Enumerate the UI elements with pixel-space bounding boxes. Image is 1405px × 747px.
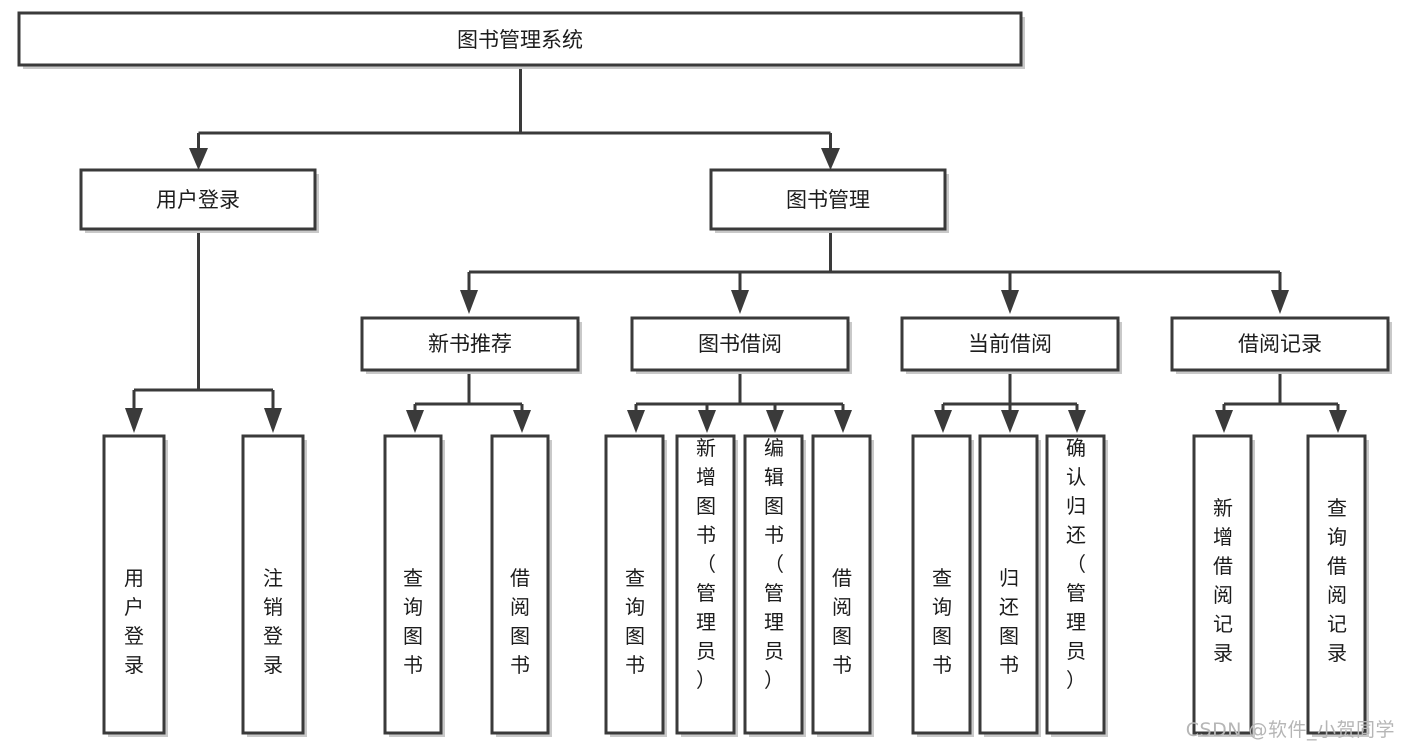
arrow-currentborrow-leaf-2 — [1001, 410, 1019, 433]
node-leaf-query-record-box — [1306, 434, 1367, 735]
node-leaf-borrow-book-box — [811, 434, 872, 735]
node-book-borrow-label: 图书借阅 — [698, 332, 782, 356]
node-leaf-query-book-borrow-box — [604, 434, 665, 735]
node-root-label: 图书管理系统 — [457, 28, 583, 52]
arrow-userlogin-leaf-1 — [125, 408, 143, 433]
arrow-userlogin-leaf-2 — [264, 408, 282, 433]
node-book-manage[interactable]: 图书管理 — [709, 168, 949, 233]
arrow-root-to-book-manage — [821, 148, 840, 170]
node-leaf-user-logout-box — [241, 434, 305, 735]
node-leaf-query-book-rec-label: 查询图书 — [403, 566, 423, 677]
edges-layer — [125, 66, 1347, 433]
node-current-borrow-box — [900, 316, 1120, 372]
arrow-bookborrow-leaf-3 — [766, 410, 784, 433]
node-leaf-add-record-label: 新增借阅记录 — [1213, 496, 1233, 665]
node-root[interactable]: 图书管理系统 — [17, 11, 1025, 69]
node-leaf-add-record-box — [1192, 434, 1253, 735]
node-borrow-record-label: 借阅记录 — [1238, 332, 1322, 356]
node-book-borrow-box — [630, 316, 850, 372]
arrow-newbook-leaf-1 — [406, 410, 424, 433]
node-user-login-label: 用户登录 — [156, 188, 240, 212]
node-leaf-edit-book[interactable]: 编辑图书（管理员） — [743, 434, 806, 737]
node-leaf-user-login-box — [102, 434, 166, 735]
node-leaf-query-book-current-label: 查询图书 — [932, 566, 952, 677]
node-leaf-borrow-book-rec-label: 借阅图书 — [510, 566, 530, 677]
arrow-bookborrow-leaf-1 — [627, 410, 645, 433]
node-leaf-confirm-return-box — [1045, 434, 1106, 735]
node-new-book-rec-label: 新书推荐 — [428, 332, 512, 356]
node-new-book-rec-box — [360, 316, 580, 372]
node-leaf-query-book-borrow[interactable]: 查询图书 — [604, 434, 667, 737]
arrow-currentborrow-leaf-1 — [934, 410, 952, 433]
node-leaf-query-record[interactable]: 查询借阅记录 — [1306, 434, 1369, 737]
node-borrow-record-box — [1170, 316, 1390, 372]
node-leaf-user-logout[interactable]: 注销登录 — [241, 434, 307, 737]
arrow-newbook-leaf-2 — [513, 410, 531, 433]
node-leaf-borrow-book-label: 借阅图书 — [832, 566, 852, 677]
node-leaf-return-book-label: 归还图书 — [999, 566, 1019, 677]
node-borrow-record[interactable]: 借阅记录 — [1170, 316, 1392, 374]
node-leaf-confirm-return[interactable]: 确认归还（管理员） — [1045, 434, 1108, 737]
node-leaf-user-login-label: 用户登录 — [124, 566, 144, 677]
node-leaf-user-logout-label: 注销登录 — [263, 566, 283, 677]
arrow-borrowrecord-leaf-2 — [1329, 410, 1347, 433]
node-leaf-user-login[interactable]: 用户登录 — [102, 434, 168, 737]
node-root-box — [17, 11, 1023, 67]
arrow-bookborrow-leaf-4 — [834, 410, 852, 433]
node-leaf-return-book[interactable]: 归还图书 — [978, 434, 1041, 737]
node-leaf-query-book-current[interactable]: 查询图书 — [911, 434, 974, 737]
arrow-root-to-user-login — [189, 148, 208, 170]
arrow-bookmanage-child-3 — [1001, 290, 1019, 314]
arrow-currentborrow-leaf-3 — [1068, 410, 1086, 433]
node-new-book-rec[interactable]: 新书推荐 — [360, 316, 582, 374]
arrow-borrowrecord-leaf-1 — [1215, 410, 1233, 433]
node-leaf-return-book-box — [978, 434, 1039, 735]
arrow-bookborrow-leaf-2 — [698, 410, 716, 433]
nodes-layer: 图书管理系统 用户登录 图书管理 新书推荐 — [17, 11, 1392, 737]
node-leaf-add-book-box — [675, 434, 736, 735]
node-leaf-query-book-rec-box — [383, 434, 443, 735]
arrow-bookmanage-child-4 — [1271, 290, 1289, 314]
node-current-borrow[interactable]: 当前借阅 — [900, 316, 1122, 374]
node-leaf-add-book[interactable]: 新增图书（管理员） — [675, 434, 738, 737]
node-current-borrow-label: 当前借阅 — [968, 332, 1052, 356]
node-book-manage-box — [709, 168, 947, 231]
arrow-bookmanage-child-1 — [460, 290, 478, 314]
node-leaf-query-record-label: 查询借阅记录 — [1327, 496, 1347, 665]
node-book-borrow[interactable]: 图书借阅 — [630, 316, 852, 374]
arrow-bookmanage-child-2 — [731, 290, 749, 314]
node-leaf-borrow-book[interactable]: 借阅图书 — [811, 434, 874, 737]
node-leaf-confirm-return-label: 确认归还（管理员） — [1066, 436, 1086, 692]
node-user-login-box — [79, 168, 317, 231]
node-leaf-borrow-book-rec-box — [490, 434, 550, 735]
node-book-manage-label: 图书管理 — [786, 188, 870, 212]
node-leaf-query-book-rec[interactable]: 查询图书 — [383, 434, 445, 737]
node-leaf-query-book-borrow-label: 查询图书 — [625, 566, 645, 677]
node-leaf-edit-book-box — [743, 434, 804, 735]
node-leaf-add-book-label: 新增图书（管理员） — [696, 436, 716, 692]
node-leaf-add-record[interactable]: 新增借阅记录 — [1192, 434, 1255, 737]
node-user-login[interactable]: 用户登录 — [79, 168, 319, 233]
node-leaf-query-book-current-box — [911, 434, 972, 735]
node-leaf-edit-book-label: 编辑图书（管理员） — [764, 436, 784, 692]
node-leaf-borrow-book-rec[interactable]: 借阅图书 — [490, 434, 552, 737]
